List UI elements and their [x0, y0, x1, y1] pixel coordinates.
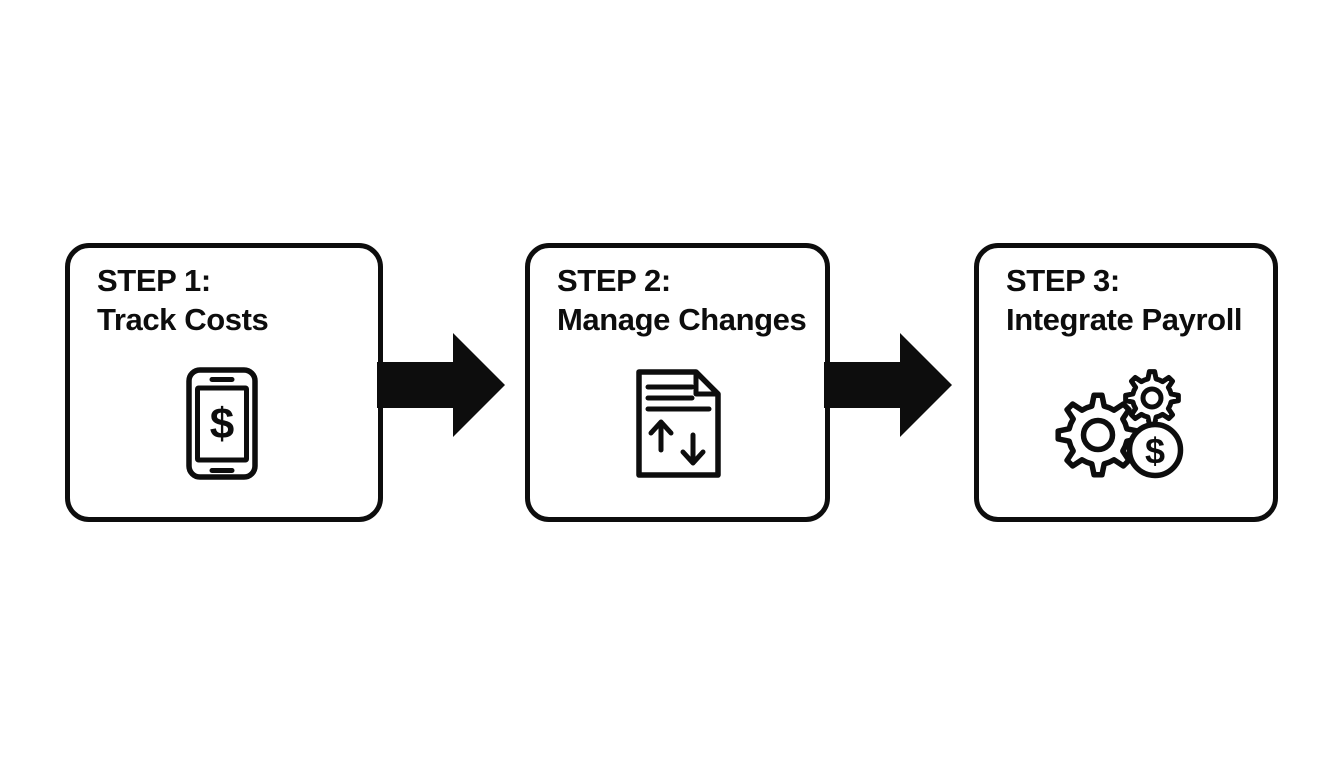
- smartphone-dollar-icon: $: [186, 367, 258, 480]
- step-1-heading: STEP 1: Track Costs: [97, 261, 378, 339]
- up-arrow-icon: [648, 419, 674, 453]
- arrow-right-icon: [377, 333, 505, 437]
- step-3-title: Integrate Payroll: [1006, 302, 1243, 337]
- large-gear-icon: [1055, 392, 1141, 478]
- document-fold-corner: [693, 369, 721, 397]
- step-2-title: Manage Changes: [557, 302, 807, 337]
- down-arrow-icon: [680, 432, 706, 466]
- step-2-label: STEP 2:: [557, 263, 671, 298]
- large-gear-hole: [1080, 417, 1116, 453]
- step-box-1: STEP 1: Track Costs $: [65, 243, 383, 522]
- small-gear-hole: [1140, 386, 1164, 410]
- phone-dollar-glyph: $: [210, 400, 234, 449]
- document-outline: [636, 369, 721, 478]
- arrow-right-icon: [824, 333, 952, 437]
- step-3-heading: STEP 3: Integrate Payroll: [1006, 261, 1273, 339]
- step-1-title: Track Costs: [97, 302, 269, 337]
- step-3-label: STEP 3:: [1006, 263, 1120, 298]
- step-1-label: STEP 1:: [97, 263, 211, 298]
- dollar-coin-icon: $: [1126, 421, 1184, 479]
- gears-dollar-icon: $: [1055, 369, 1184, 479]
- step-2-heading: STEP 2: Manage Changes: [557, 261, 825, 339]
- step-box-2: STEP 2: Manage Changes: [525, 243, 830, 522]
- document-change-icon: [636, 369, 721, 478]
- coin-dollar-glyph: $: [1145, 431, 1165, 472]
- small-gear-icon: [1123, 369, 1181, 427]
- step-box-3: STEP 3: Integrate Payroll $: [974, 243, 1278, 522]
